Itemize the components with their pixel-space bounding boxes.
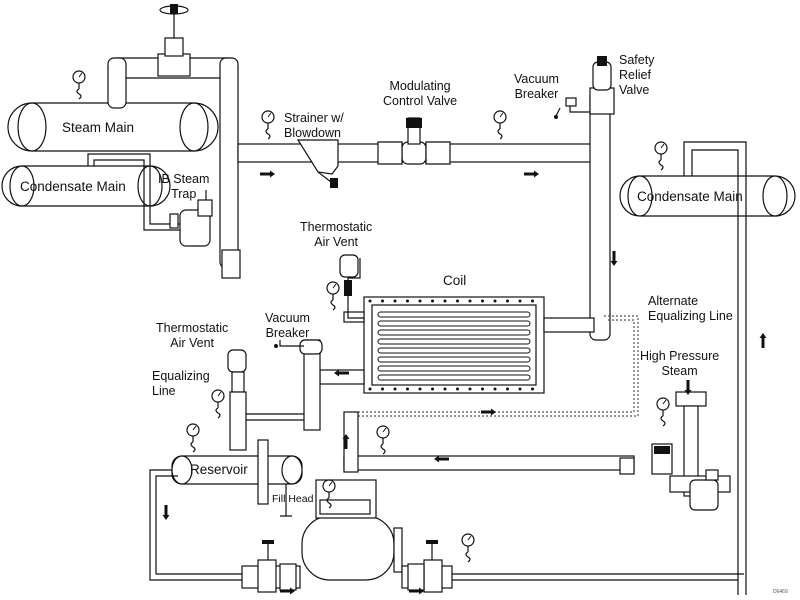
flow-arrow-icon — [610, 251, 618, 266]
coil-bolt — [518, 299, 522, 303]
strainer-icon — [296, 139, 339, 188]
top-gate-valve — [107, 4, 239, 269]
flow-arrow-icon — [759, 333, 767, 348]
coil-tube — [377, 329, 531, 336]
valve-icon — [401, 540, 453, 593]
coil-bolt — [531, 387, 534, 391]
modulating-control-valve-icon — [377, 117, 451, 165]
coil-bolt — [431, 299, 434, 303]
fill-head-label: Fill Head — [272, 493, 314, 505]
equalizing-line-label: Equalizing Line — [152, 369, 210, 398]
condensate-main-left-pipe — [1, 165, 171, 207]
thermostatic-air-vent-left-icon — [227, 349, 247, 451]
steam-main-pipe — [7, 102, 219, 152]
coil-tube — [377, 374, 531, 381]
high-pressure-steam-label: High Pressure Steam — [640, 349, 720, 378]
alternate-equalizing-line-label: Alternate Equalizing Line — [648, 294, 733, 323]
coil-bolt — [443, 387, 447, 391]
coil-bolt — [406, 387, 409, 391]
pressure-gauge-icon — [326, 281, 340, 311]
coil-bolt — [506, 387, 509, 391]
coil-bolt — [518, 387, 522, 391]
coil-bolt — [381, 299, 384, 303]
strainer-label: Strainer w/ Blowdown — [284, 111, 344, 140]
coil-bolt — [481, 387, 484, 391]
vacuum-breaker-top-label: Vacuum Breaker — [514, 72, 559, 101]
safety-relief-valve-label: Safety Relief Valve — [619, 53, 655, 97]
pressure-gauge-icon — [376, 425, 390, 455]
coil-bolt — [456, 387, 459, 391]
pressure-gauge-icon — [261, 110, 275, 140]
coil-tube — [377, 356, 531, 363]
coil-bolt — [531, 299, 534, 303]
coil-bolt — [406, 299, 409, 303]
coil-bolt — [468, 299, 472, 303]
coil-label: Coil — [443, 273, 467, 288]
thermostatic-air-vent-left-label: Thermostatic Air Vent — [156, 321, 229, 350]
coil-bolt — [443, 299, 447, 303]
condensate-main-right-label: Condensate Main — [637, 189, 743, 204]
coil-tube — [377, 320, 531, 327]
pressure-gauge-icon — [461, 533, 475, 563]
coil-bolt — [493, 387, 497, 391]
steam-main-label: Steam Main — [62, 120, 135, 135]
coil-bolt — [481, 299, 484, 303]
coil-bolt — [381, 387, 384, 391]
vacuum-breaker-top-icon — [554, 97, 590, 119]
coil-bolt — [431, 387, 434, 391]
coil-bolt — [418, 387, 422, 391]
coil-tube — [377, 311, 531, 318]
coil-bolt — [393, 387, 397, 391]
reservoir-label: Reservoir — [190, 462, 248, 477]
coil-tube — [377, 365, 531, 372]
pump-tank — [301, 479, 403, 581]
condensate-main-left-label: Condensate Main — [20, 179, 126, 194]
valve-icon — [241, 540, 301, 593]
pressure-gauge-icon — [654, 141, 668, 171]
reservoir — [171, 439, 303, 505]
pressure-gauge-icon — [656, 397, 670, 427]
flow-arrow-icon — [162, 505, 170, 520]
coil-bolt — [393, 299, 397, 303]
condensate-main-right-pipe — [619, 175, 796, 217]
coil-bolt — [418, 299, 422, 303]
coil-bolt — [456, 299, 459, 303]
modulating-control-valve-label: Modulating Control Valve — [383, 79, 458, 108]
flow-arrow-icon — [481, 408, 496, 416]
coil-bolt — [493, 299, 497, 303]
safety-relief-valve-icon — [589, 56, 615, 115]
ib-steam-trap-label: IB Steam Trap — [158, 172, 210, 201]
coil-tube — [377, 347, 531, 354]
pressure-gauge-icon — [72, 70, 86, 100]
thermostatic-air-vent-top-label: Thermostatic Air Vent — [300, 220, 373, 249]
coil — [319, 296, 595, 394]
coil-bolt — [368, 387, 372, 391]
thermostatic-air-vent-top-icon — [339, 254, 364, 319]
flow-arrow-icon — [260, 170, 275, 178]
flow-arrow-icon — [524, 170, 539, 178]
pressure-gauge-icon — [211, 389, 225, 419]
drawing-id-label: D6469 — [773, 589, 788, 595]
vacuum-breaker-mid-label: Vacuum Breaker — [265, 311, 310, 340]
coil-bolt — [506, 299, 509, 303]
pressure-gauge-icon — [493, 110, 507, 140]
pressure-gauge-icon — [186, 423, 200, 453]
coil-tube — [377, 338, 531, 345]
ib-steam-trap-icon — [169, 190, 213, 247]
coil-bolt — [468, 387, 472, 391]
coil-bolt — [368, 299, 372, 303]
high-pressure-steam-assembly — [619, 391, 731, 511]
